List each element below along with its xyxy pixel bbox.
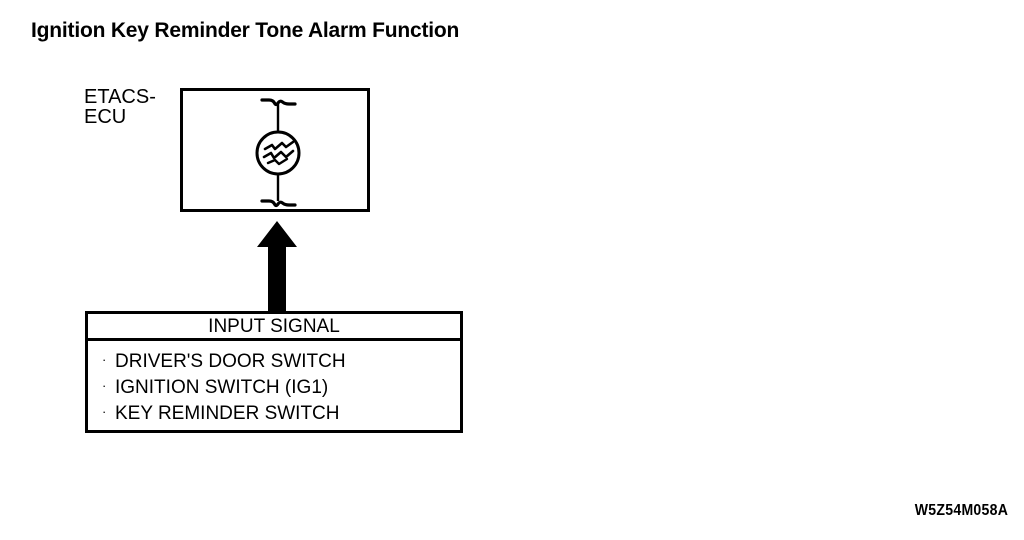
bullet-icon: · bbox=[102, 378, 107, 393]
bullet-icon: · bbox=[102, 352, 107, 367]
list-item: · KEY REMINDER SWITCH bbox=[102, 401, 460, 427]
buzzer-icon bbox=[255, 98, 301, 208]
bullet-icon: · bbox=[102, 404, 107, 419]
page-title: Ignition Key Reminder Tone Alarm Functio… bbox=[31, 19, 460, 42]
ecu-label: ETACS- ECU bbox=[84, 87, 156, 127]
input-signal-table: INPUT SIGNAL · DRIVER'S DOOR SWITCH · IG… bbox=[85, 311, 463, 433]
ecu-label-line-1: ETACS- bbox=[84, 86, 156, 108]
figure-code: W5Z54M058A bbox=[914, 502, 1008, 519]
etacs-ecu-box bbox=[180, 88, 370, 212]
input-signal-list: · DRIVER'S DOOR SWITCH · IGNITION SWITCH… bbox=[88, 341, 460, 427]
ecu-label-line-2: ECU bbox=[84, 106, 127, 128]
list-item: · IGNITION SWITCH (IG1) bbox=[102, 375, 460, 401]
up-arrow-icon bbox=[257, 221, 297, 313]
list-item-label: IGNITION SWITCH (IG1) bbox=[115, 377, 329, 398]
list-item-label: KEY REMINDER SWITCH bbox=[115, 403, 340, 424]
list-item-label: DRIVER'S DOOR SWITCH bbox=[115, 351, 346, 372]
input-signal-header: INPUT SIGNAL bbox=[88, 314, 460, 341]
list-item: · DRIVER'S DOOR SWITCH bbox=[102, 349, 460, 375]
